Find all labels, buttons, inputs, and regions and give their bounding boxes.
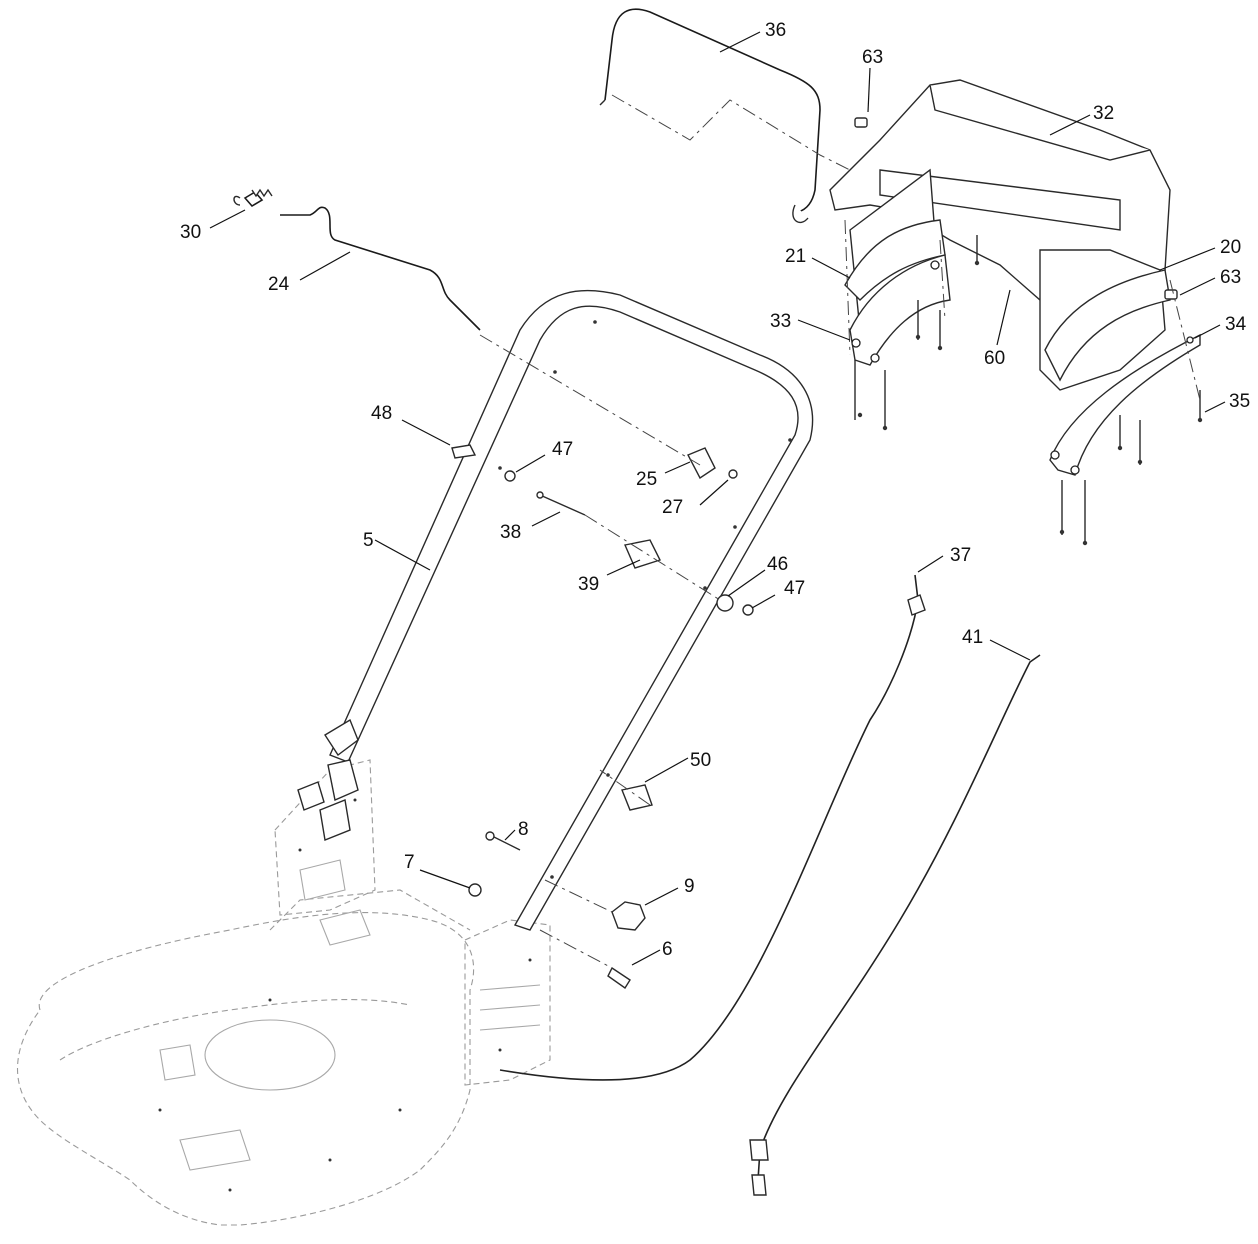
callout-38: 38 [500, 522, 521, 543]
callout-63-right: 63 [1220, 267, 1241, 288]
callout-32: 32 [1093, 103, 1114, 124]
callout-39: 39 [578, 574, 599, 595]
callout-9: 9 [684, 876, 695, 897]
callout-5: 5 [363, 530, 374, 551]
callout-47-right: 47 [784, 578, 805, 599]
callout-35: 35 [1229, 391, 1250, 412]
cables [499, 574, 1041, 1196]
callout-7: 7 [404, 852, 415, 873]
callout-24: 24 [268, 274, 290, 295]
callout-36: 36 [765, 20, 786, 41]
callout-34: 34 [1225, 314, 1247, 335]
callout-33: 33 [770, 311, 791, 332]
callout-37: 37 [950, 545, 971, 566]
control-rod [280, 206, 481, 331]
right-console-bracket [1044, 269, 1201, 476]
spring [233, 188, 273, 208]
mower-deck-phantom [16, 889, 475, 1226]
bail-bar [599, 8, 821, 223]
callout-46: 46 [767, 554, 788, 575]
callout-50: 50 [690, 750, 711, 771]
callout-27: 27 [662, 497, 683, 518]
callout-48: 48 [371, 403, 392, 424]
callout-21: 21 [785, 246, 806, 267]
callout-47-left: 47 [552, 439, 573, 460]
handle-tube [329, 289, 814, 931]
pins [854, 117, 1178, 300]
left-console-bracket [844, 219, 951, 366]
callout-labels: 36 63 32 30 24 21 33 60 20 63 34 35 48 4… [180, 20, 1250, 960]
callout-6: 6 [662, 939, 673, 960]
callout-41: 41 [962, 627, 983, 648]
callout-20: 20 [1220, 237, 1241, 258]
right-handle-bracket-phantom [464, 919, 551, 1086]
callout-25: 25 [636, 469, 657, 490]
center-lines [479, 94, 1201, 969]
hardware [451, 444, 754, 989]
callout-8: 8 [518, 819, 529, 840]
leader-lines [209, 31, 1226, 966]
screws [854, 235, 1203, 546]
left-adjust-knobs [297, 718, 359, 841]
callout-60: 60 [984, 348, 1005, 369]
callout-30: 30 [180, 222, 201, 243]
callout-63-top: 63 [862, 47, 883, 68]
